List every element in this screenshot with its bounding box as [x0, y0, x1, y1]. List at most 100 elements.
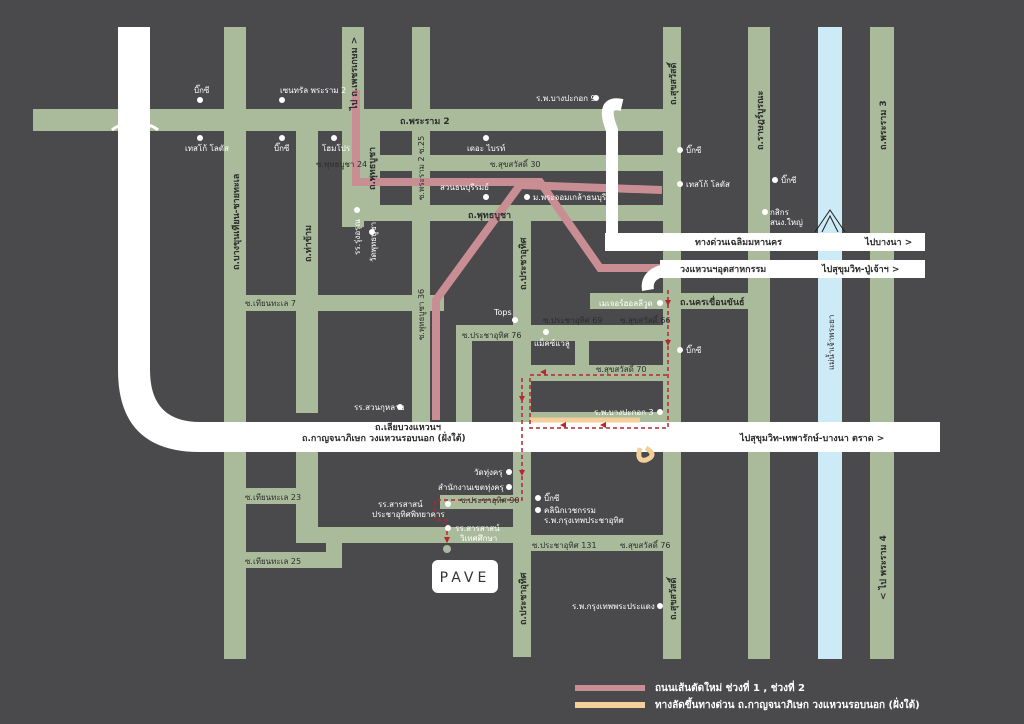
landmark-dots [197, 95, 778, 609]
pave-label: PAVE [440, 570, 491, 586]
label-tha-kham: ถ.ท่าข้าม [303, 225, 314, 262]
label-suksawat-upper: ถ.สุขสวัสดิ์ [666, 61, 679, 105]
main-roads [118, 27, 940, 452]
legend-new-road: ถนนเส้นตัดใหม่ ช่วงที่ 1 , ช่วงที่ 2 [655, 680, 805, 694]
road-suksawat30 [362, 155, 680, 171]
landmark-bigc-1: บิ๊กซี [194, 84, 210, 95]
arrow-down-3 [519, 396, 525, 402]
industrial-ring-road [660, 260, 925, 278]
landmark-suanthon: สวนธนบุรีรมย์ [440, 182, 489, 192]
landmark-central: เซนทรัล พระราม 2 [280, 86, 346, 95]
bridge-cable-icon [814, 209, 846, 233]
landmark-school-pracha: รร.สารสาสน์ [378, 499, 423, 509]
arrow-left-1 [600, 422, 606, 428]
landmark-the-bright: เดอะ ไบรท์ [467, 143, 505, 153]
landmark-mega: เมเจอร์ฮอลลีวูด [599, 298, 653, 309]
road-pracha69 [456, 325, 681, 341]
landmark-rungrueang: รร.รุ่งอรุณ [353, 219, 362, 255]
label-to-bangna: ไปบางนา > [864, 236, 912, 248]
bridge-icon [814, 209, 846, 233]
landmark-bigc-5: บิ๊กซี [686, 344, 702, 355]
label-pracha131: ซ.ประชาอุทิศ 131 [532, 541, 597, 550]
road-suksawat [663, 27, 681, 659]
road-pracha76-v [456, 325, 472, 425]
road-pracha90 [296, 527, 528, 543]
label-thianthale7: ซ.เทียนทะเล 7 [245, 299, 296, 308]
label-industrial-ring: วงแหวนฯอุตสาหกรรม [680, 265, 766, 275]
legend-swatch-shortcut [575, 702, 645, 708]
road-rama2-25 [412, 27, 430, 427]
label-suksawat-lower: ถ.สุขสวัสดิ์ [666, 576, 679, 620]
road-pracha90-east [440, 495, 528, 509]
arrow-left-3 [540, 369, 546, 375]
landmark-bigc-2: บิ๊กซี [274, 142, 290, 153]
legend: ถนนเส้นตัดใหม่ ช่วงที่ 1 , ช่วงที่ 2 ทาง… [575, 680, 920, 711]
landmark-school-witet-b: วิเทศศึกษา [459, 534, 497, 543]
arrow-down-4 [519, 470, 525, 476]
label-pracha-uthit-upper: ถ.ประชาอุทิศ [518, 237, 529, 290]
label-rama2: ถ.พระราม 2 [400, 117, 450, 127]
road-nakhon-khuean-khan [590, 293, 770, 309]
arrow-left-2 [560, 422, 566, 428]
label-phutthabucha36: ซ.พุทธบูชา 36 [417, 289, 427, 340]
label-pracha90: ซ.ประชาอุทิศ 90 [460, 496, 519, 505]
landmark-bigc-3: บิ๊กซี [686, 144, 702, 155]
ramp-north [601, 98, 624, 242]
expressway-shortcut [530, 417, 655, 463]
landmark-makro: แม็คซ์แวลู [534, 338, 570, 349]
label-expressway: ทางด่วนเฉลิมมหานคร [695, 237, 782, 248]
landmark-wat-phutthabucha: วัดพุทธบูชา [369, 222, 379, 262]
ramp-industrial [641, 263, 673, 291]
landmark-bigc-4: บิ๊กซี [781, 174, 797, 185]
road-tha-kham [296, 123, 318, 413]
road-makro-link [575, 340, 589, 375]
landmark-homepro: โฮมโปร [322, 143, 351, 153]
legend-shortcut: ทางลัดขึ้นทางด่วน ถ.กาญจนาภิเษก วงแหวนรอ… [655, 697, 920, 711]
road-thianthale23 [224, 488, 314, 504]
expressway-ramps [601, 98, 673, 291]
road-pracha131 [530, 535, 680, 551]
label-rama4: < ไป พระราม 4 [877, 535, 889, 600]
pave-marker[interactable] [432, 560, 498, 593]
label-suksawat30: ซ.สุขสวัสดิ์ 30 [490, 158, 541, 169]
route-loop [529, 290, 669, 429]
bridge-crossings [111, 123, 159, 132]
landmark-bangpakok9: ร.พ.บางปะกอก 9 [536, 94, 596, 103]
label-pracha-uthit-lower: ถ.ประชาอุทิศ [518, 572, 529, 625]
landmark-tesco-1: เทสโก้ โลตัส [185, 143, 229, 153]
landmark-suan-kulap: รร.สวนกุหลาบ [354, 403, 405, 412]
label-liap-wongwaen: ถ.เลียบวงแหวนฯ [375, 422, 441, 433]
pave-pin [443, 545, 451, 553]
road-rat-burana [748, 27, 770, 659]
landmark-wat-thung-khru: วัดทุ่งครุ [474, 468, 503, 477]
label-pracha69: ซ.ประชาอุทิศ 69 [543, 316, 602, 325]
label-thianthale23: ซ.เทียนทะเล 23 [245, 493, 301, 502]
new-road-lines [352, 90, 663, 420]
label-phutthabucha-h: ถ.พุทธบูชา [468, 211, 511, 221]
arrow-down-5 [444, 537, 450, 543]
landmark-school-witet: รร.สารสาสน์ [455, 523, 500, 533]
label-pracha76: ซ.ประชาอุทิศ 76 [462, 331, 521, 340]
landmark-bangpakok3: ร.พ.บางปะกอก 3 [594, 408, 654, 417]
label-kanchanaphisek: ถ.กาญจนาภิเษก วงแหวนรอบนอก (ฝั่งใต้) [302, 431, 466, 444]
label-to-sukhumvit-pu: ไปสุขุมวิท-ปู่เจ้าฯ > [821, 263, 899, 275]
road-thianthale25-link [326, 535, 342, 568]
landmark-school-pracha-b: ประชาอุทิศพิทยาคาร [372, 510, 445, 519]
label-to-sukhumvit: ไปสุขุมวิท-เทพารักษ์-บางนา ตราด > [739, 432, 884, 444]
chao-phraya-river [818, 27, 842, 659]
landmark-kmutt: ม.พระจอมเกล้าธนบุรี [533, 193, 607, 202]
label-rama3: ถ.พระราม 3 [879, 100, 889, 150]
label-rama2-25: ซ.พระราม 2 ซ.25 [417, 136, 426, 200]
arrow-down-1 [665, 300, 671, 306]
label-nakhon-khuean-khan: ถ.นครเขื่อนขันธ์ [680, 295, 744, 308]
landmark-thung-khru-office: สำนักงานเขตทุ่งครุ [438, 483, 504, 492]
route-to-pave [434, 290, 669, 545]
landmark-kasikorn: กสิกร [770, 208, 790, 217]
road-rama3-rama4 [870, 27, 894, 659]
expressway-chaloem [605, 233, 925, 251]
landmark-tesco-2: เทสโก้ โลตัส [686, 179, 730, 189]
landmark-clinic2: ร.พ.กรุงเทพประชาอุทิศ [544, 516, 624, 525]
label-river: แม่น้ำเจ้าพระยา [825, 315, 836, 370]
label-thianthale25: ซ.เทียนทะเล 25 [245, 557, 301, 566]
